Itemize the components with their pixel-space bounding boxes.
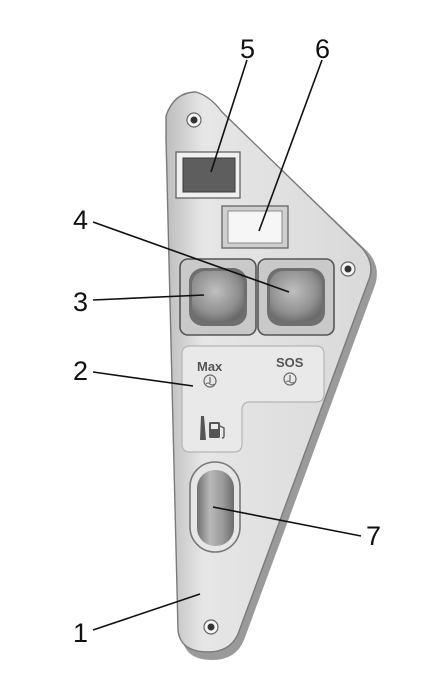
screw-hole-icon xyxy=(186,112,202,128)
leader-line-6 xyxy=(258,59,323,232)
leader-line-2 xyxy=(92,371,194,387)
indicator-lamp-light xyxy=(221,205,289,249)
leader-line-3 xyxy=(92,294,205,301)
water-temp-icon xyxy=(283,372,297,386)
water-temp-icon xyxy=(203,374,217,388)
callout-number-6: 6 xyxy=(315,34,330,64)
leader-line-5 xyxy=(210,59,248,173)
callout-number-4: 4 xyxy=(73,205,88,235)
callout-number-1: 1 xyxy=(73,618,88,648)
sos-label: SOS xyxy=(276,355,304,370)
leader-line-1 xyxy=(92,593,201,631)
callout-number-3: 3 xyxy=(73,287,88,317)
leader-line-4 xyxy=(92,221,290,293)
callout-number-2: 2 xyxy=(73,356,88,386)
max-label: Max xyxy=(197,359,223,374)
screw-hole-icon xyxy=(203,619,219,635)
callout-number-7: 7 xyxy=(366,521,381,551)
indicator-lamp-dark xyxy=(175,151,241,199)
leader-line-7 xyxy=(212,506,362,537)
fuel-level-icon xyxy=(200,416,225,440)
callout-number-5: 5 xyxy=(240,34,255,64)
push-button-right[interactable] xyxy=(257,258,335,336)
screw-hole-icon xyxy=(340,261,356,277)
push-button-left[interactable] xyxy=(179,258,257,336)
